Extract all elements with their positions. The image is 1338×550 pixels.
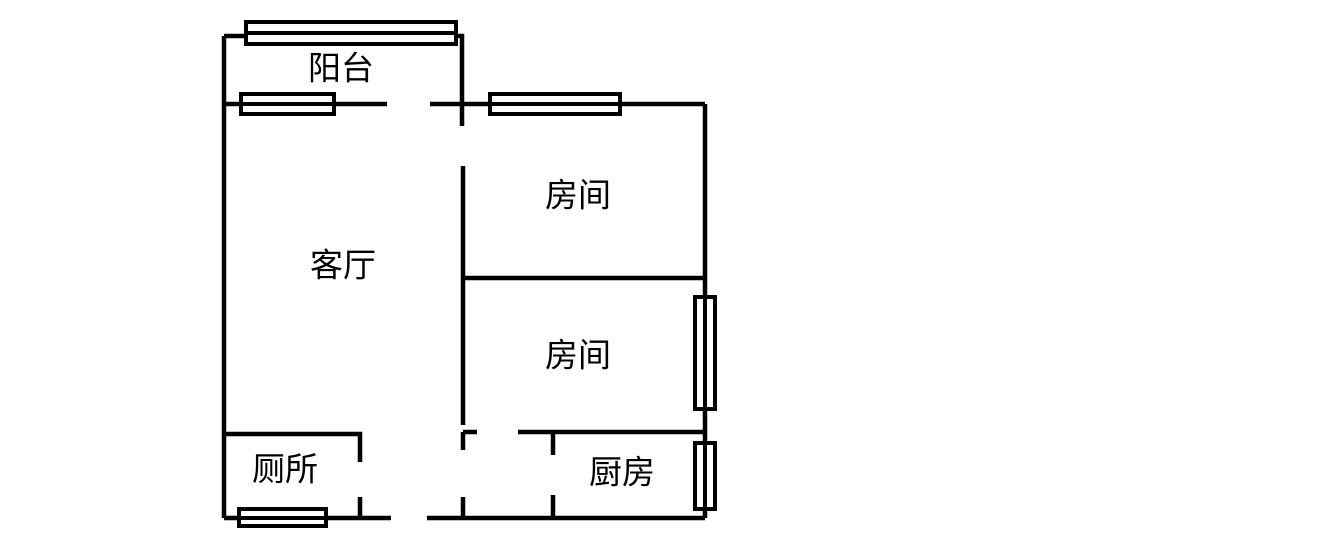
toilet-label: 厕所 xyxy=(252,450,318,489)
bedroom-2-label: 房间 xyxy=(545,336,611,375)
balcony-label: 阳台 xyxy=(308,49,374,88)
toilet-wall xyxy=(224,431,363,518)
living-room-label: 客厅 xyxy=(310,246,376,285)
windows xyxy=(237,20,717,528)
bedroom-1-label: 房间 xyxy=(545,176,611,215)
kitchen-top-wall xyxy=(460,429,705,450)
kitchen-label: 厨房 xyxy=(589,453,655,492)
